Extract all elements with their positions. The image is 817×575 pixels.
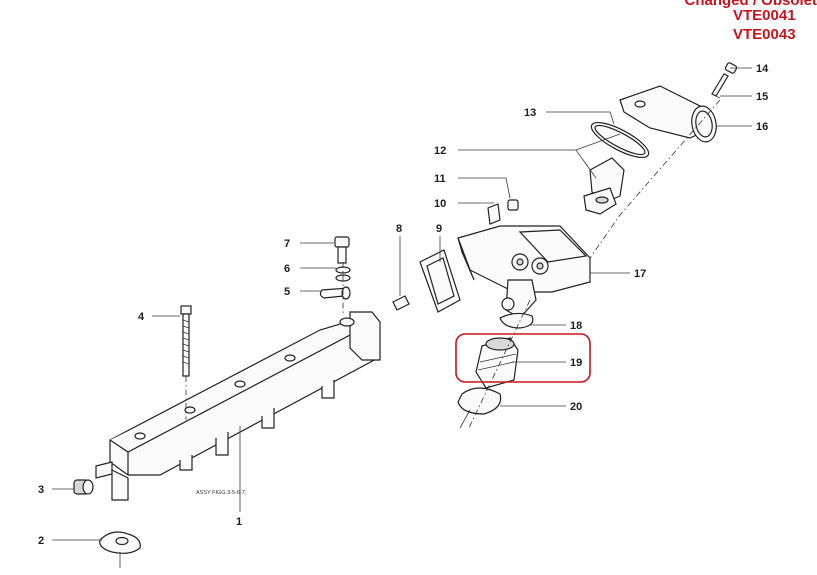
callout-1: 1	[236, 516, 242, 528]
callout-2: 2	[38, 535, 44, 547]
part-17-thermostat-housing	[457, 225, 591, 319]
callout-4: 4	[138, 311, 145, 323]
callout-12: 12	[434, 145, 446, 157]
part-5-6-7-fittings	[319, 236, 351, 316]
part-12-thermostat	[583, 121, 650, 215]
callout-10: 10	[434, 198, 446, 210]
leader-lines	[52, 67, 752, 541]
callout-13: 13	[524, 107, 536, 119]
callout-3: 3	[38, 484, 44, 496]
callout-18: 18	[570, 320, 582, 332]
part-9-gasket	[419, 249, 461, 313]
header-code-2: VTE0043	[733, 26, 796, 43]
callout-11: 11	[434, 173, 446, 185]
part-18-clamp	[499, 312, 534, 329]
part-10-11-sensor	[487, 199, 519, 225]
part-manifold: ASSY FIGG.3-5-6-7;	[95, 311, 381, 501]
callout-14: 14	[756, 63, 769, 75]
part-3-cap	[73, 479, 94, 495]
callout-9: 9	[436, 223, 442, 235]
callout-5: 5	[284, 286, 290, 298]
part-14-15-bolt	[711, 62, 738, 99]
part-20-clamp	[457, 387, 502, 429]
part-16-outlet-elbow	[619, 85, 717, 143]
callout-numbers: 1 2 3 4 5 6 7 8 9 10 11 12 13 14 15 16 1…	[38, 63, 769, 547]
part-19-hose	[475, 337, 519, 389]
part-8-stud	[392, 236, 410, 311]
callout-7: 7	[284, 238, 290, 250]
part-4-long-bolt	[180, 305, 192, 420]
assembly-note: ASSY FIGG.3-5-6-7;	[196, 490, 247, 496]
callout-17: 17	[634, 268, 646, 280]
callout-15: 15	[756, 91, 768, 103]
callout-19: 19	[570, 357, 582, 369]
header-code-1: VTE0041	[733, 7, 796, 24]
callout-6: 6	[284, 263, 290, 275]
part-2-gasket	[99, 531, 141, 568]
assembly-axis	[589, 99, 721, 259]
callout-20: 20	[570, 401, 582, 413]
callout-8: 8	[396, 223, 402, 235]
header-obsolete-note: Changed / Obsolet	[684, 0, 817, 9]
highlight-box-part-19	[455, 333, 591, 383]
callout-16: 16	[756, 121, 768, 133]
